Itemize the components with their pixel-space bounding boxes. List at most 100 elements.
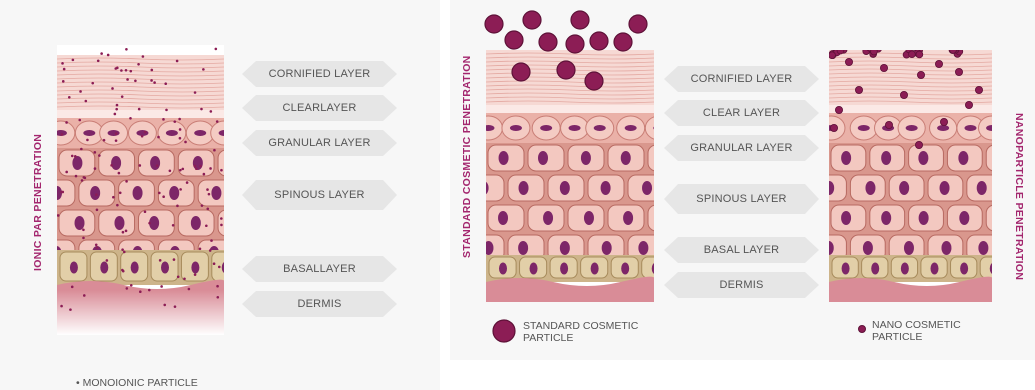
monoionic-particle (194, 91, 197, 94)
monoionic-particle (125, 48, 128, 51)
nano-particle (955, 68, 962, 75)
monoionic-particle (199, 165, 202, 168)
monoionic-particle (71, 155, 74, 158)
monoionic-particle (68, 96, 71, 99)
monoionic-particle (201, 204, 204, 207)
nano-particle (909, 51, 916, 58)
monoionic-particle (162, 118, 165, 121)
monoionic-particle (178, 118, 181, 121)
standard-particle-legend-line1: STANDARD COSMETIC (523, 320, 638, 332)
nano-particle (885, 121, 892, 128)
standard-particle-legend: STANDARD COSMETIC PARTICLE (523, 320, 638, 344)
monoionic-particle (144, 131, 147, 134)
layer-arrow-cornified: CORNIFIED LAYER (664, 66, 819, 92)
clear-layer (486, 105, 654, 113)
monoionic-particle (96, 246, 99, 249)
layer-arrow-granular: GRANULAR LAYER (242, 130, 397, 156)
monoionic-particle (141, 135, 144, 138)
skin-cross-section-nano (829, 50, 992, 302)
standard-particle (629, 15, 647, 33)
nanoparticle-penetration-label: NANOPARTICLE PENETRATION (1013, 113, 1025, 243)
layer-arrow-basal: BASALLAYER (242, 256, 397, 282)
monoionic-particle (83, 294, 86, 297)
monoionic-particle (142, 55, 145, 58)
monoionic-particle (63, 68, 66, 71)
monoionic-particle (121, 269, 124, 272)
monoionic-particle (173, 258, 176, 261)
layer-arrow-clear: CLEARLAYER (242, 95, 397, 121)
monoionic-particle (125, 230, 128, 233)
monoionic-particle (62, 80, 65, 83)
particle-dot-icon (857, 324, 867, 334)
monoionic-particle (213, 149, 216, 152)
monoionic-particle (202, 68, 205, 71)
monoionic-particle (179, 137, 182, 140)
nano-particle (965, 101, 972, 108)
monoionic-particle (157, 136, 160, 139)
monoionic-particle (165, 109, 168, 112)
nano-particle (830, 124, 837, 131)
clear-layer (57, 110, 224, 118)
layer-arrow-spinous: SPINOUS LAYER (664, 184, 819, 214)
monoionic-particle (82, 237, 85, 240)
standard-penetration-label: STANDARD COSMETIC PENETRATION (461, 98, 473, 258)
monoionic-particle (174, 305, 177, 308)
monoionic-particle (126, 287, 129, 290)
monoionic-particle (137, 63, 140, 66)
nano-particle (916, 51, 923, 58)
monoionic-particle (86, 139, 89, 142)
monoionic-particle (220, 224, 223, 227)
monoionic-particle (83, 176, 86, 179)
monoionic-particle (139, 290, 142, 293)
monoionic-particle (173, 120, 176, 123)
monoionic-particle (203, 173, 206, 176)
standard-particle (566, 35, 584, 53)
standard-particle (571, 11, 589, 29)
monoionic-particle (120, 69, 123, 72)
monoionic-particle (94, 167, 97, 170)
ionic-penetration-label: IONIC PAR PENETRATION (32, 141, 44, 271)
monoionic-particle (65, 171, 68, 174)
monoionic-particle (65, 121, 68, 124)
standard-particle (590, 32, 608, 50)
monoionic-particle (125, 69, 128, 72)
standard-particle (557, 61, 575, 79)
monoionic-particle (158, 192, 161, 195)
monoionic-particle (85, 100, 88, 103)
monoionic-particle (81, 179, 84, 182)
monoionic-particle (148, 222, 151, 225)
monoionic-particle (181, 168, 184, 171)
nano-particle (940, 118, 947, 125)
nano-particle (871, 50, 878, 55)
standard-particle (505, 31, 523, 49)
monoionic-particle (112, 196, 115, 199)
monoionic-particle (115, 139, 118, 142)
monoionic-particle (82, 228, 85, 231)
layer-arrow-cornified: CORNIFIED LAYER (242, 61, 397, 87)
monoionic-particle (115, 132, 118, 135)
monoionic-particle (206, 188, 209, 191)
monoionic-particle (172, 224, 175, 227)
nano-particle (837, 50, 844, 54)
monoionic-particle (199, 247, 202, 250)
monoionic-particle (111, 87, 114, 90)
nano-particle (829, 52, 835, 59)
monoionic-particle (121, 95, 124, 98)
monoionic-particle (116, 104, 119, 107)
monoionic-particle (206, 207, 209, 210)
monoionic-particle (160, 285, 163, 288)
monoionic-particle (116, 67, 119, 70)
monoionic-particle (148, 289, 151, 292)
monoionic-particle (95, 243, 98, 246)
monoionic-particle (200, 108, 203, 111)
monoionic-particle (153, 81, 156, 84)
layer-arrow-granular: GRANULAR LAYER (664, 135, 819, 161)
monoionic-particle (138, 108, 141, 111)
skin-cross-section-ionic (57, 45, 224, 335)
monoionic-particle (61, 62, 64, 65)
monoionic-particle (220, 169, 223, 172)
monoionic-particle (126, 78, 129, 81)
monoionic-particle (216, 120, 219, 123)
monoionic-particle (116, 204, 119, 207)
monoionic-particle (215, 48, 218, 51)
